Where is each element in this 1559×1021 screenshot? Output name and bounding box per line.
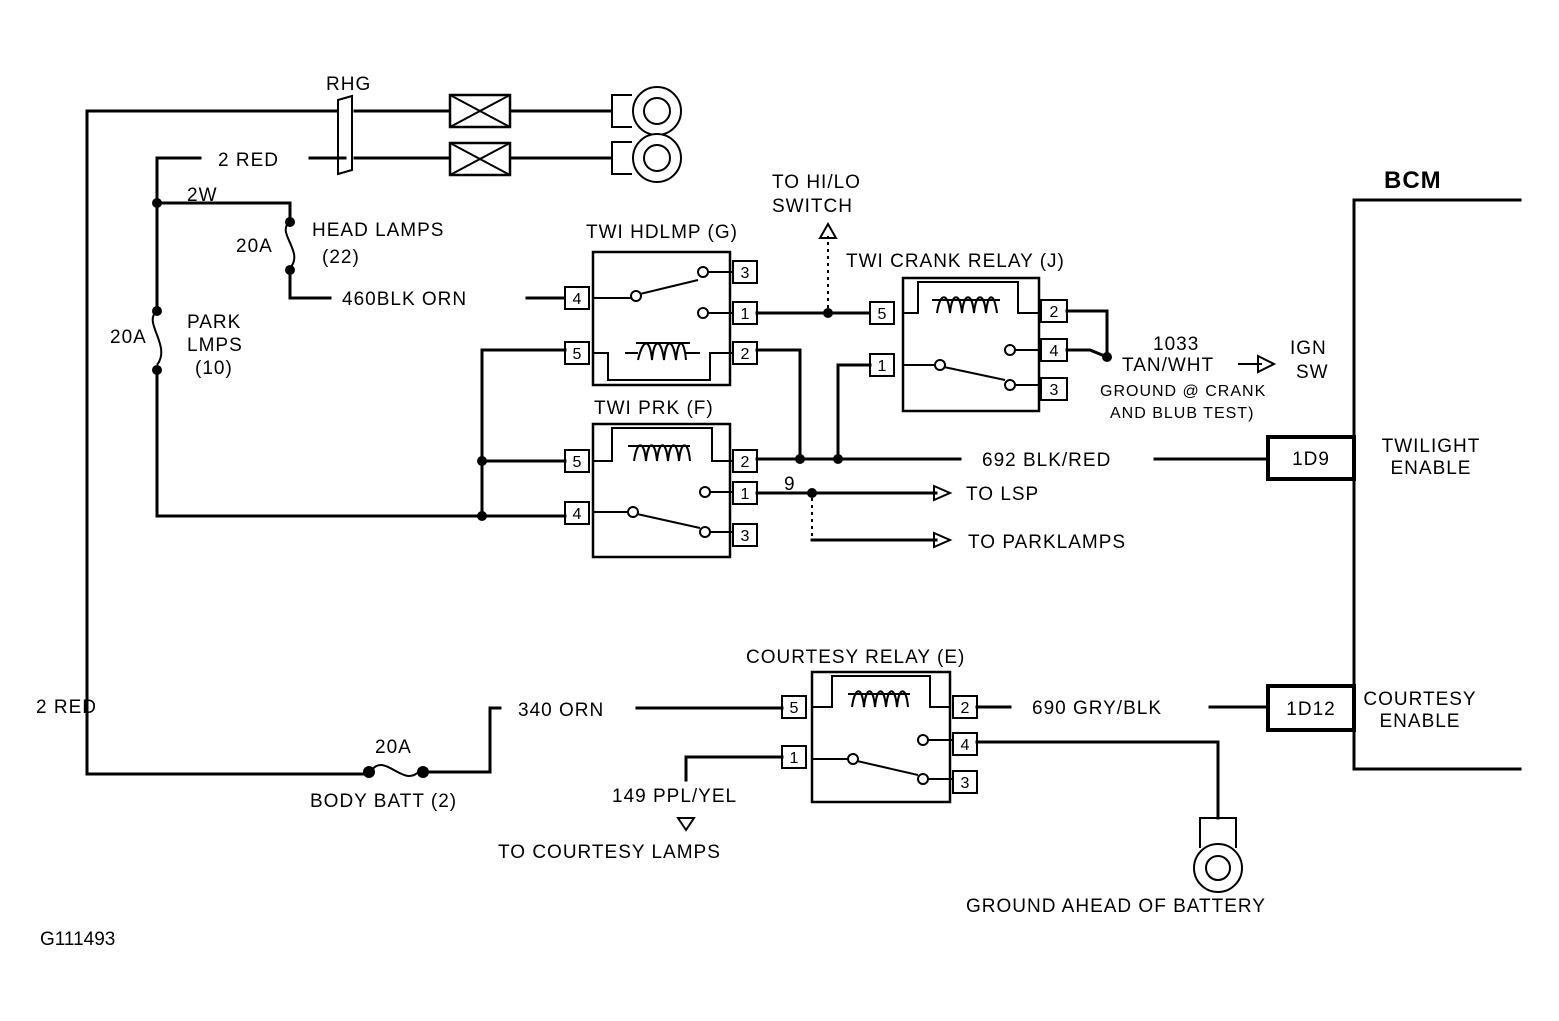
pk-pin-1: 1	[741, 486, 750, 503]
twilight-label-1: TWILIGHT	[1382, 436, 1481, 457]
rhg-connector	[337, 94, 353, 176]
two-w-label: 2W	[187, 185, 218, 206]
fuse-20a-body-label: 20A	[375, 737, 412, 758]
ign-sw-label-2: SW	[1296, 362, 1329, 383]
splice-hilo	[823, 308, 833, 318]
to-hilo-label-2: SWITCH	[772, 196, 853, 217]
to-hilo-label-1: TO HI/LO	[772, 172, 861, 193]
body-batt-fuse-icon	[363, 764, 429, 778]
ground-ahead-battery-icon	[1193, 817, 1243, 893]
ct-pin-2: 2	[961, 700, 970, 717]
ground-terminal-upper-icon	[611, 86, 682, 136]
rhg-label: RHG	[326, 74, 371, 95]
splice-pk2-b	[833, 454, 843, 464]
ground-terminal-lower-icon	[611, 133, 682, 183]
cr-pin-2: 2	[1050, 304, 1059, 321]
twilight-label-2: ENABLE	[1391, 458, 1472, 479]
pk-pin-5: 5	[573, 454, 582, 471]
ct-pin-4: 4	[961, 737, 970, 754]
pk-pin-4: 4	[573, 506, 582, 523]
cr-pin-5: 5	[878, 306, 887, 323]
splice-1033	[1102, 352, 1112, 362]
splice-2w	[152, 198, 162, 208]
head-lamps-fuse-icon	[284, 217, 296, 275]
head-lamps-label: HEAD LAMPS	[312, 220, 444, 241]
park-lmps-label-2: LMPS	[187, 335, 243, 356]
park-lmps-label-1: PARK	[187, 312, 241, 333]
ct-pin-5: 5	[790, 700, 799, 717]
bcm-label: BCM	[1384, 167, 1442, 194]
twi-hdlmp-pins: 3 1 2 4 5	[564, 260, 758, 365]
hd-pin-3: 3	[741, 265, 750, 282]
ground-crank-label-2: AND BLUB TEST)	[1110, 405, 1254, 422]
twi-prk-label: TWI PRK (F)	[594, 398, 714, 419]
park-lmps-number-label: (10)	[195, 358, 233, 379]
courtesy-relay-label: COURTESY RELAY (E)	[746, 647, 965, 668]
pk-pin-2: 2	[741, 454, 750, 471]
wire-340-label: 340 ORN	[518, 700, 604, 721]
headlamp-bulb-lower	[448, 141, 512, 177]
twi-hdlmp-label: TWI HDLMP (G)	[586, 222, 738, 243]
fuse-20a-head-label: 20A	[236, 236, 273, 257]
fuse-20a-park-label: 20A	[110, 327, 147, 348]
splice-9	[807, 488, 817, 498]
hd-pin-5: 5	[573, 346, 582, 363]
ground-crank-label-1: GROUND @ CRANK	[1100, 383, 1266, 400]
head-lamps-number-label: (22)	[322, 247, 360, 268]
courtesy-relay-pins: 5 1 2 4 3	[781, 695, 978, 794]
courtesy-enable-label-1: COURTESY	[1363, 689, 1476, 710]
bcm-outline	[1352, 198, 1522, 771]
two-red-top-label: 2 RED	[218, 150, 279, 171]
to-lsp-label: TO LSP	[966, 484, 1039, 505]
to-courtesy-lamps-label: TO COURTESY LAMPS	[498, 842, 721, 863]
ct-pin-3: 3	[961, 775, 970, 792]
hd-pin-1: 1	[741, 306, 750, 323]
two-red-left-label: 2 RED	[36, 697, 97, 718]
pk-pin-3: 3	[741, 528, 750, 545]
twi-hdlmp-relay	[591, 250, 733, 387]
pin-1d12-label: 1D12	[1286, 699, 1335, 720]
bcm-1d9-pin	[1266, 435, 1356, 481]
wire-692-label: 692 BLK/RED	[982, 450, 1111, 471]
hd-pin-4: 4	[573, 291, 582, 308]
headlamp-bulb-upper	[448, 93, 512, 129]
to-parklamps-label: TO PARKLAMPS	[968, 532, 1126, 553]
twi-crank-label: TWI CRANK RELAY (J)	[846, 251, 1065, 272]
wire-1033-label: 1033	[1153, 334, 1199, 355]
wire-460-label: 460BLK ORN	[342, 289, 467, 310]
wire-149-label: 149 PPL/YEL	[612, 786, 737, 807]
twi-crank-relay	[901, 276, 1041, 413]
main-feed-wires	[85, 109, 612, 776]
twi-crank-pins: 5 1 2 4 3	[869, 299, 1068, 401]
splice-pk2-a	[795, 454, 805, 464]
park-lamps-fuse-icon	[151, 306, 163, 375]
body-batt-label: BODY BATT (2)	[310, 791, 457, 812]
ground-ahead-label: GROUND AHEAD OF BATTERY	[966, 896, 1266, 917]
courtesy-enable-label-2: ENABLE	[1380, 711, 1461, 732]
cr-pin-3: 3	[1050, 382, 1059, 399]
cr-pin-1: 1	[878, 358, 887, 375]
ct-pin-1: 1	[790, 750, 799, 767]
wire-690-label: 690 GRY/BLK	[1032, 698, 1162, 719]
twi-prk-pins: 5 4 2 1 3	[564, 449, 758, 547]
splice-9-label: 9	[784, 474, 796, 495]
courtesy-relay	[810, 670, 952, 804]
twi-prk-relay	[591, 422, 733, 559]
pin-1d9-label: 1D9	[1292, 449, 1330, 470]
hd-pin-2: 2	[741, 346, 750, 363]
figure-id-label: G111493	[40, 929, 115, 950]
ign-sw-label-1: IGN	[1290, 338, 1327, 359]
cr-pin-4: 4	[1050, 343, 1059, 360]
tan-wht-label: TAN/WHT	[1122, 355, 1214, 376]
